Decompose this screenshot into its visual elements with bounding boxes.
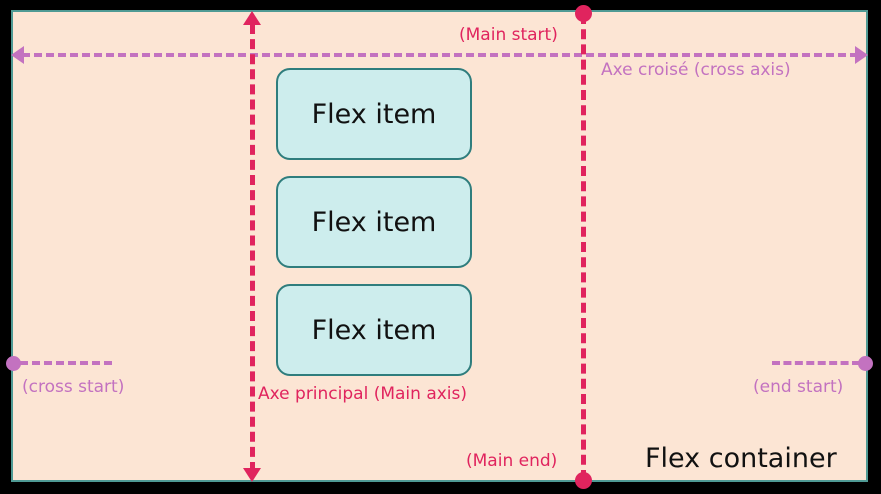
- cross-axis-arrow-left-icon: [11, 46, 24, 64]
- cross-axis-arrow-right-icon: [855, 46, 868, 64]
- flex-container: Flex item Flex item Flex item Flex conta…: [11, 10, 868, 482]
- flex-items-column: Flex item Flex item Flex item: [276, 68, 472, 376]
- main-axis-label: Axe principal (Main axis): [258, 384, 468, 404]
- flex-item: Flex item: [276, 176, 472, 268]
- flex-item-label: Flex item: [311, 206, 437, 238]
- cross-axis-line: [22, 53, 858, 57]
- cross-start-marker-line: [20, 361, 112, 365]
- cross-start-label: (cross start): [22, 377, 125, 397]
- main-start-end-marker-line: [581, 14, 586, 480]
- cross-axis-label: Axe croisé (cross axis): [601, 60, 791, 80]
- main-start-label: (Main start): [459, 25, 558, 45]
- flex-item: Flex item: [276, 284, 472, 376]
- flex-item: Flex item: [276, 68, 472, 160]
- main-end-label: (Main end): [466, 451, 558, 471]
- main-axis-arrow-down-icon: [243, 468, 261, 482]
- end-start-dot-icon: [858, 356, 873, 371]
- flex-container-label: Flex container: [645, 443, 837, 474]
- main-end-dot-icon: [575, 472, 592, 489]
- main-start-dot-icon: [575, 5, 592, 22]
- flex-item-label: Flex item: [311, 314, 437, 346]
- end-start-marker-line: [772, 361, 860, 365]
- main-axis-arrow-up-icon: [243, 11, 261, 25]
- main-axis-line: [250, 24, 255, 472]
- cross-start-dot-icon: [6, 356, 21, 371]
- end-start-label: (end start): [753, 377, 844, 397]
- flex-item-label: Flex item: [311, 98, 437, 130]
